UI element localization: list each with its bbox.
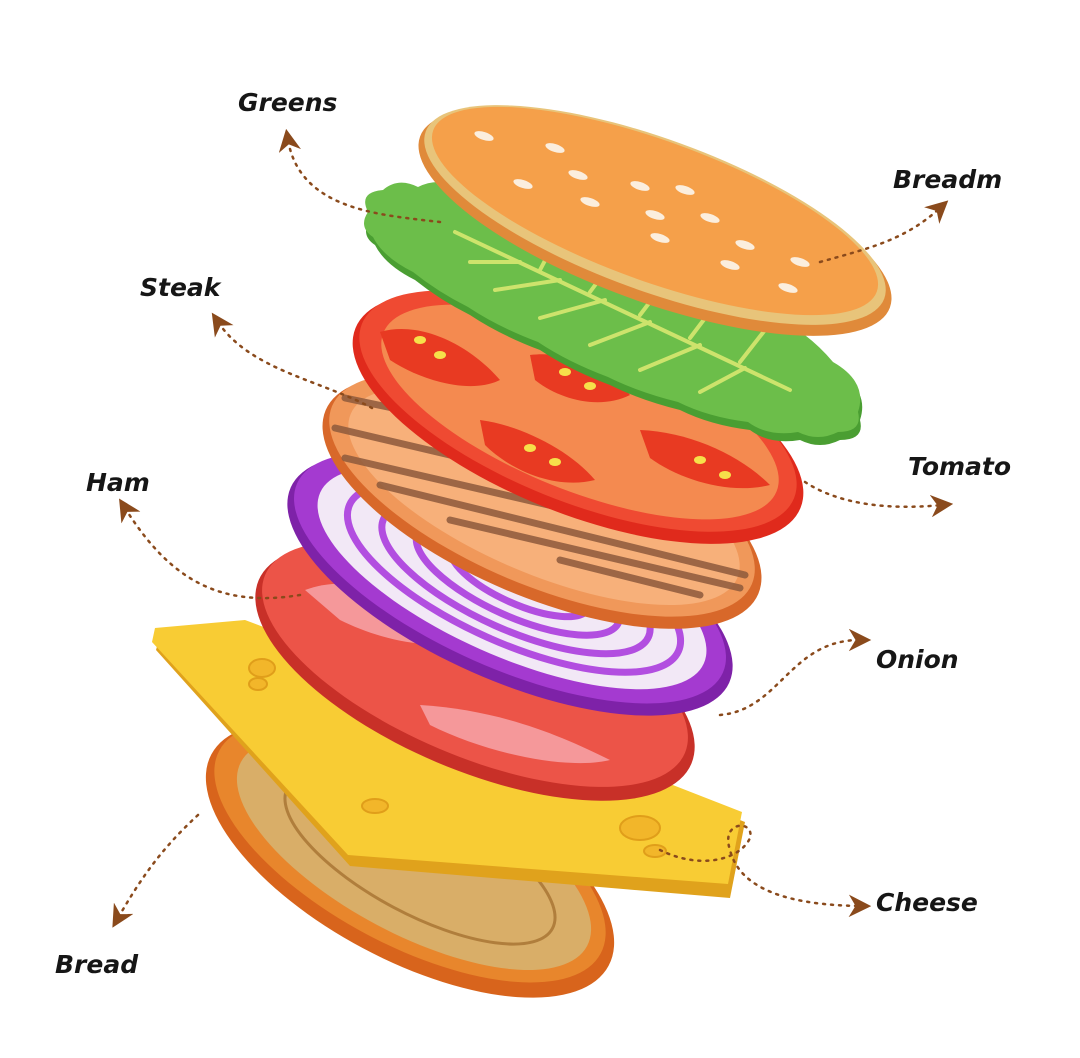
arrow-onion xyxy=(718,628,872,717)
arrow-greens xyxy=(278,128,442,224)
label-bread: Bread xyxy=(55,950,139,979)
arrow-breadm xyxy=(818,200,949,264)
label-tomato: Tomato xyxy=(908,452,1012,481)
arrow-tomato xyxy=(803,480,954,518)
label-ham: Ham xyxy=(86,468,150,497)
label-greens: Greens xyxy=(238,88,338,117)
tomato-slice xyxy=(352,290,804,544)
arrow-ham xyxy=(119,498,302,600)
label-cheese: Cheese xyxy=(876,888,978,917)
label-onion: Onion xyxy=(876,645,959,674)
arrow-bread xyxy=(112,813,200,928)
label-steak: Steak xyxy=(140,273,221,302)
label-breadm: Breadm xyxy=(893,165,1003,194)
top-bun xyxy=(418,105,892,336)
greens-leaf xyxy=(364,182,863,445)
